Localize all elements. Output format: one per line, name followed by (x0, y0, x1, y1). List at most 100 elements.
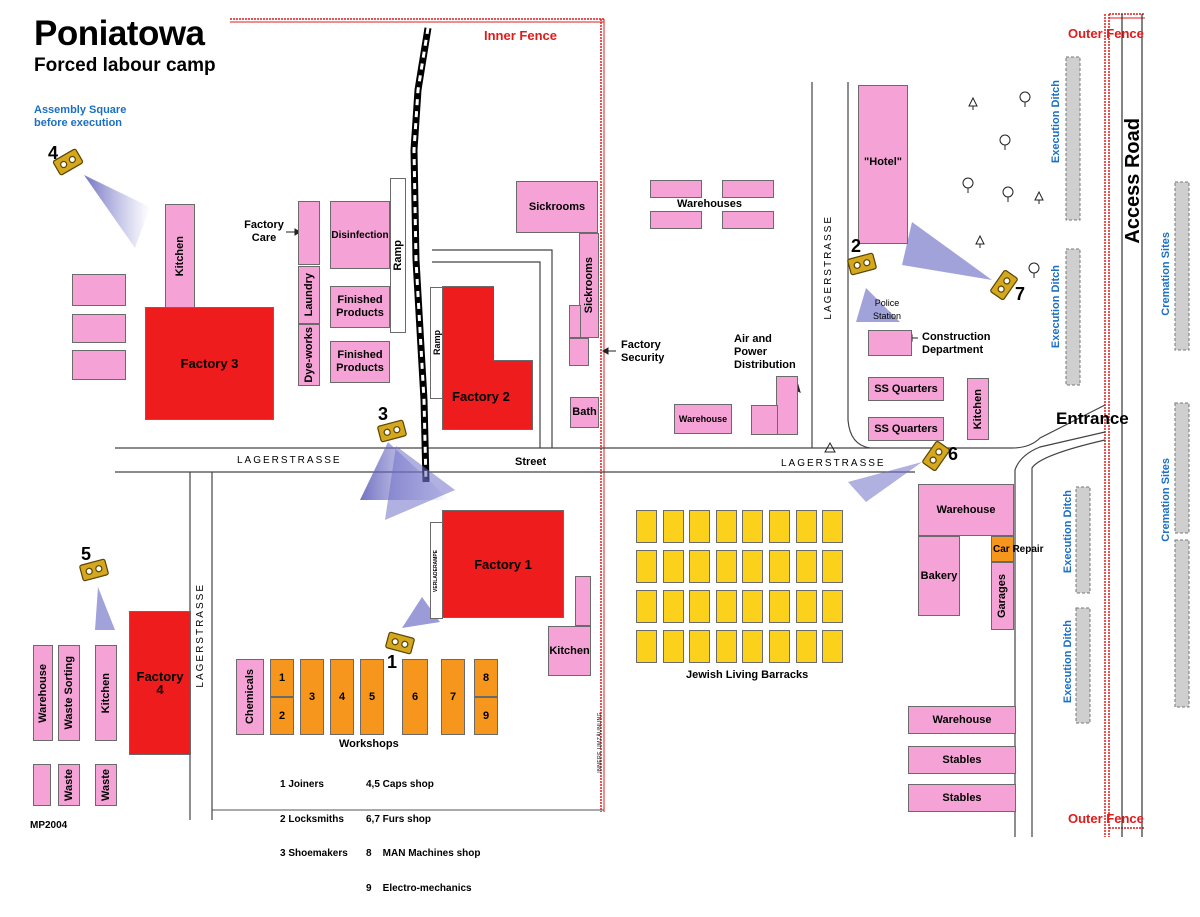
workshop-1: 1 (270, 659, 294, 697)
waste-hut-2-label: Waste (62, 769, 75, 801)
assembly-line-2: before execution (34, 117, 123, 129)
barrack (742, 510, 764, 543)
legend-item: 3 Shoemakers (280, 848, 348, 859)
kitchen-west-label: Kitchen (173, 235, 186, 277)
dye-works: Dye-works (298, 324, 320, 386)
workshop-2: 2 (270, 697, 294, 735)
warehouse-east: Warehouse (918, 484, 1014, 536)
map-lines-layer (52, 13, 1190, 837)
warehouse-sw: Warehouse (33, 645, 53, 741)
disinfection: Disinfection (330, 201, 390, 269)
cremation-sites-label-1: Cremation Sites (1160, 232, 1172, 316)
waste-sorting: Waste Sorting (58, 645, 80, 741)
workshop-5: 5 (360, 659, 384, 735)
kitchen-east: Kitchen (967, 378, 989, 440)
barrack (636, 550, 657, 583)
factory-1-label: Factory 1 (474, 556, 532, 572)
disinfection-label: Disinfection (331, 229, 389, 241)
workshops-label: Workshops (339, 738, 399, 750)
hotel: "Hotel" (858, 85, 908, 244)
lagerstrasse-label-north: LAGERSTRASSE (823, 215, 834, 320)
barrack (662, 590, 684, 623)
warehouse-block-1 (650, 180, 702, 198)
warehouse-middle: Warehouse (674, 404, 732, 434)
barrack (636, 630, 657, 663)
factory-4-label: Factory 4 (136, 669, 184, 697)
car-repair (991, 536, 1014, 562)
access-road-lines (1121, 14, 1143, 837)
kitchen-south-label: Kitchen (549, 644, 590, 657)
barrack (822, 550, 844, 583)
lagerstrasse-road (115, 82, 1106, 837)
assembly-line-1: Assembly Square (34, 104, 127, 116)
bath-label: Bath (572, 406, 597, 418)
finished-products-2: Finished Products (330, 341, 390, 383)
sickrooms-annex (569, 305, 581, 338)
factory-care-label: Factory Care (244, 219, 284, 244)
execution-ditch-label-2: Execution Ditch (1050, 265, 1062, 349)
inner-fence-label: Inner Fence (484, 28, 557, 43)
sickrooms-annex-2 (569, 338, 589, 366)
barrack (636, 590, 657, 623)
barrack (662, 550, 684, 583)
legend-item: 8 MAN Machines shop (366, 848, 481, 859)
barrack (636, 510, 657, 543)
map-title: Poniatowa (34, 14, 205, 53)
barrack (715, 590, 737, 623)
building-small-w2 (72, 314, 126, 343)
waste-hut-1 (33, 764, 51, 806)
ss-quarters-1-label: SS Quarters (874, 382, 938, 395)
workshop-legend-col1: 1 Joiners 2 Locksmiths 3 Shoemakers (280, 756, 348, 883)
chemicals: Chemicals (236, 659, 264, 735)
barrack (689, 510, 711, 543)
street-lines (432, 249, 553, 448)
jewish-barracks-label: Jewish Living Barracks (686, 669, 809, 681)
lagerstrasse-label-east: LAGERSTRASSE (781, 458, 886, 469)
sickrooms-1-label: Sickrooms (528, 200, 586, 213)
legend-item: 9 Electro-mechanics (366, 882, 472, 894)
police-station-label: Police Station (872, 298, 902, 321)
warehouse-south: Warehouse (908, 706, 1016, 734)
warehouse-block-4 (722, 211, 774, 229)
workshop-number: 1 (278, 671, 286, 684)
execution-ditch-label-1: Execution Ditch (1050, 80, 1062, 164)
factory-1: Factory 1 (442, 510, 564, 618)
laundry-label: Laundry (302, 273, 315, 317)
barrack (715, 630, 737, 663)
bakery: Bakery (918, 536, 960, 616)
barrack (689, 550, 711, 583)
workshop-number: 5 (368, 690, 376, 703)
barrack (715, 550, 737, 583)
barrack (742, 630, 764, 663)
camera-number-4: 4 (48, 143, 59, 163)
police-station (868, 330, 912, 356)
barrack (742, 590, 764, 623)
ss-quarters-2-label: SS Quarters (874, 422, 938, 435)
workshop-7: 7 (441, 659, 465, 735)
stables-2-label: Stables (942, 791, 982, 804)
workshop-9: 9 (474, 697, 498, 735)
ramp-west: Ramp (390, 178, 406, 333)
sickrooms-2-label: Sickrooms (582, 257, 595, 314)
cremation-sites-label-2: Cremation Sites (1160, 458, 1172, 542)
legend-item: 4,5 Caps shop (366, 779, 434, 790)
workshop-number: 3 (308, 690, 316, 703)
barrack (822, 590, 844, 623)
garages-label: Garages (996, 573, 1008, 619)
outer-fence-top-label: Outer Fence (1068, 26, 1144, 41)
camera-number-5: 5 (81, 544, 92, 564)
workshop-number: 4 (338, 690, 346, 703)
kitchen-sw-label: Kitchen (99, 672, 112, 714)
finished-products-1: Finished Products (330, 286, 390, 328)
barrack (822, 510, 844, 543)
waste-hut-3: Waste (95, 764, 117, 806)
entrance-label: Entrance (1056, 409, 1129, 428)
legend-item: 1 Joiners (280, 779, 324, 790)
ss-quarters-1: SS Quarters (868, 377, 944, 401)
street-label: Street (515, 456, 547, 468)
waste-hut-3-label: Waste (99, 769, 112, 801)
building-small-w1 (72, 274, 126, 306)
workshop-number: 9 (482, 709, 490, 722)
factory-3-label: Factory 3 (180, 356, 239, 371)
construction-label: Construction Department (922, 331, 991, 356)
